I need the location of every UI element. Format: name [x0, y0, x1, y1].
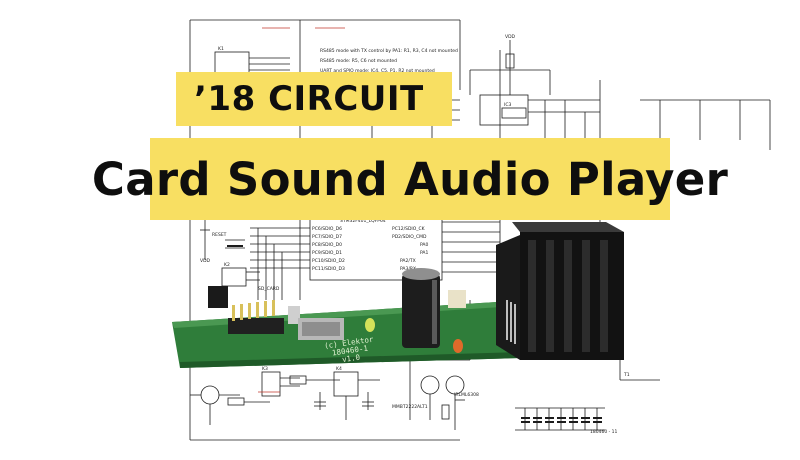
vdd-label: VDD — [200, 258, 211, 264]
mcu-label: STM32F401_LQFP64 — [340, 218, 386, 224]
pcb-photo — [172, 222, 624, 368]
pin-label: PC8/SDIO_D0 — [312, 242, 342, 248]
transistor-label: T1 — [623, 372, 630, 378]
note-rs485: RS485 mode: R5, C6 not mounted — [320, 58, 397, 64]
pin-label: PC6/SDIO_D6 — [312, 226, 342, 232]
pin-label: PC9/SDIO_D1 — [312, 250, 342, 256]
note-rs485-tx: RS485 mode with TX control by PA1: R1, R… — [320, 48, 458, 54]
capacitor-icon — [402, 268, 440, 348]
pin-label: PC11/SDIO_D3 — [312, 266, 345, 272]
pin-label: PC7/SDIO_D7 — [312, 234, 342, 240]
title-banner: Card Sound Audio Player — [92, 138, 728, 220]
note-uart: UART and SPIO mode: IC4, C5, P1, R2 not … — [320, 68, 435, 74]
reset-label: RESET — [212, 232, 227, 238]
pin-label: PA1 — [420, 250, 429, 256]
pin-header-icon — [228, 300, 284, 334]
kicker-banner: ’18 CIRCUIT — [176, 72, 452, 126]
kicker-text: ’18 CIRCUIT — [194, 79, 424, 119]
ic-label: IC3 — [504, 102, 511, 108]
title-text: Card Sound Audio Player — [91, 152, 729, 206]
connector-label: K4 — [336, 366, 342, 372]
vdd-label: VDD — [505, 34, 516, 40]
connector-label: K2 — [224, 262, 230, 268]
heatsink-icon — [496, 222, 624, 360]
pin-label: PC12/SDIO_CK — [392, 226, 426, 232]
led-icon — [365, 318, 463, 353]
pin-label: PA3/RX — [400, 266, 416, 272]
transistor-label: MMBT2222ALT1 — [392, 404, 428, 410]
figure-number: 180460 - 11 — [590, 429, 618, 435]
sdcard-label: SD_CARD — [258, 286, 280, 292]
mosfet-label: IRLML6308 — [454, 392, 479, 398]
pin-label: PD2/SDIO_CMD — [392, 234, 427, 240]
pin-label: PA2/TX — [400, 258, 416, 264]
pin-label: PA0 — [420, 242, 429, 248]
pin-label: PC10/SDIO_D2 — [312, 258, 345, 264]
connector-label: K1 — [218, 46, 224, 52]
connector-label: K3 — [262, 366, 268, 372]
